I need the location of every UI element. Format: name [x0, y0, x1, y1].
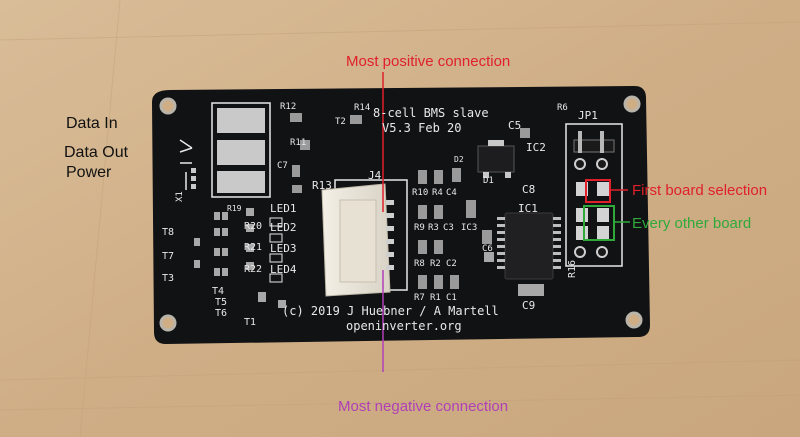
label-r4: R4 [432, 188, 443, 198]
label-r19: R19 [227, 204, 242, 213]
label-c6: C6 [482, 244, 493, 254]
label-r13: R13 [312, 179, 332, 192]
small-smd-pads-left [191, 168, 196, 189]
label-data-out: Data Out [64, 144, 129, 161]
ic2-regulator [477, 145, 515, 173]
label-ic2: IC2 [526, 141, 546, 154]
ic2-pins [483, 140, 511, 178]
label-r2: R2 [430, 259, 441, 269]
io-arrow-symbols [179, 139, 193, 190]
label-power: Power [66, 164, 112, 181]
ic1-chip [504, 212, 554, 280]
label-r3: R3 [428, 223, 439, 233]
label-c8: C8 [522, 183, 536, 196]
opto-pads [217, 108, 265, 193]
annotation-most-positive: Most positive connection [346, 53, 511, 70]
label-c2: C2 [446, 259, 457, 269]
label-d1: D1 [483, 176, 494, 186]
label-r22: R22 [244, 264, 263, 275]
j4-connector-slot [339, 199, 377, 283]
board-version: V5.3 Feb 20 [382, 121, 462, 135]
label-data-in: Data In [66, 115, 118, 132]
annotation-every-other-board: Every other board [632, 215, 752, 232]
label-r8: R8 [414, 259, 425, 269]
first-board-highlight-box [585, 179, 611, 203]
label-r11: R11 [290, 138, 307, 148]
label-r7: R7 [414, 293, 425, 303]
label-c4: C4 [446, 188, 457, 198]
label-r16: R16 [567, 259, 578, 278]
label-c3: C3 [443, 223, 454, 233]
label-c1: C1 [446, 293, 457, 303]
led-outlines [269, 217, 283, 283]
label-r6: R6 [557, 103, 568, 113]
label-j4: J4 [368, 169, 382, 182]
label-led4: LED4 [270, 263, 297, 276]
c6-pad [484, 252, 494, 262]
j4-pins [386, 200, 394, 270]
opto-outline [211, 102, 271, 198]
label-ic1: IC1 [518, 202, 538, 215]
smd-component-pads [290, 113, 530, 289]
label-t7: T7 [162, 251, 175, 262]
board-credit: (c) 2019 J Huebner / A Martell [282, 304, 499, 318]
label-c9: C9 [522, 299, 536, 312]
label-t5: T5 [215, 297, 228, 308]
led-transistor-pads [194, 208, 286, 308]
label-t8: T8 [162, 227, 175, 238]
label-led1: LED1 [270, 202, 297, 215]
annotation-most-negative: Most negative connection [338, 398, 509, 415]
label-jp1: JP1 [578, 109, 598, 122]
label-t6: T6 [215, 308, 228, 319]
label-r9: R9 [414, 223, 425, 233]
other-board-highlight-box [583, 205, 615, 241]
label-t3: T3 [162, 273, 175, 284]
label-d2: D2 [454, 155, 464, 164]
label-c7: C7 [277, 161, 288, 171]
label-led2: LED2 [270, 221, 297, 234]
c9-pad [518, 284, 544, 296]
label-t4: T4 [212, 286, 225, 297]
label-t1: T1 [244, 317, 257, 328]
label-led3: LED3 [270, 242, 297, 255]
label-r10: R10 [412, 188, 429, 198]
label-r21: R21 [244, 242, 263, 253]
label-r12: R12 [280, 102, 297, 112]
label-r20: R20 [244, 221, 263, 232]
label-r14: R14 [354, 103, 371, 113]
annotation-first-board: First board selection [632, 182, 768, 199]
board-url: openinverter.org [346, 319, 462, 333]
jp1-silk-outline [565, 123, 623, 267]
mounting-holes [159, 95, 643, 332]
label-x1: X1 [175, 191, 185, 202]
label-t2: T2 [335, 117, 346, 127]
label-r1: R1 [430, 293, 441, 303]
label-c5: C5 [508, 119, 522, 132]
board-title: 8-cell BMS slave [373, 106, 489, 120]
ic1-pins-left [497, 217, 505, 269]
label-ic3: IC3 [461, 223, 478, 233]
ic1-pins-right [553, 217, 561, 269]
